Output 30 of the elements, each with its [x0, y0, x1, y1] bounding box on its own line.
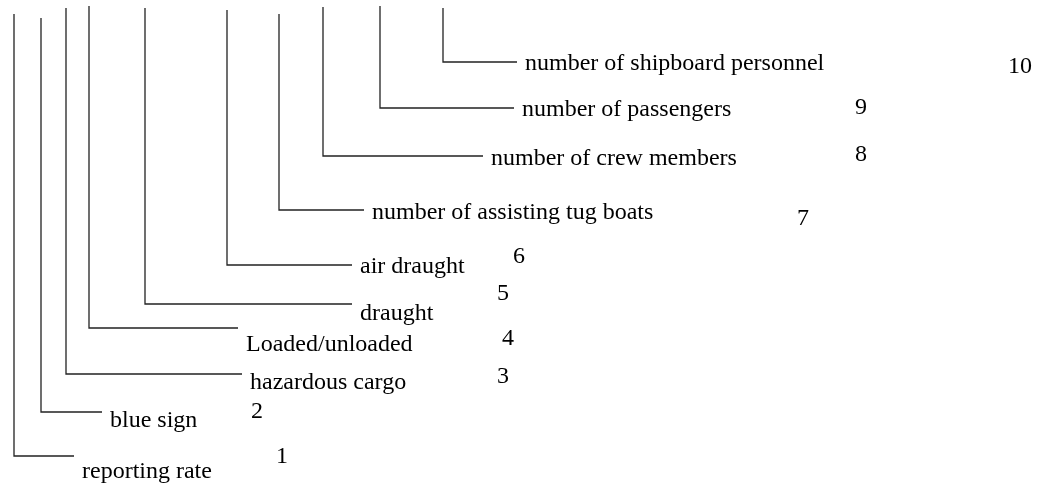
- callout-number: 6: [513, 243, 525, 267]
- callout-number: 7: [797, 205, 809, 229]
- leader-line: [88, 5, 239, 329]
- leader-line: [40, 17, 103, 413]
- callout-number: 1: [276, 443, 288, 467]
- callout-number: 8: [855, 141, 867, 165]
- label-text: reporting rate: [82, 458, 212, 482]
- callout-number: 5: [497, 280, 509, 304]
- leader-line: [322, 6, 484, 157]
- leader-line: [442, 7, 518, 63]
- label-text: number of passengers: [522, 96, 732, 120]
- leader-line: [379, 5, 515, 109]
- label-text: draught: [360, 300, 434, 324]
- callout-number: 2: [251, 398, 263, 422]
- label-text: number of shipboard personnel: [525, 50, 825, 74]
- label-text: blue sign: [110, 407, 198, 431]
- label-text: air draught: [360, 253, 465, 277]
- leader-line: [65, 7, 243, 375]
- callout-number: 10: [1008, 53, 1032, 77]
- callout-number: 3: [497, 363, 509, 387]
- leader-line: [226, 9, 353, 266]
- label-text: hazardous cargo: [250, 369, 407, 393]
- callout-number: 9: [855, 94, 867, 118]
- label-text: number of crew members: [491, 145, 737, 169]
- label-text: Loaded/unloaded: [246, 331, 413, 355]
- leader-line: [278, 13, 365, 211]
- leader-line: [13, 13, 75, 457]
- leader-line: [144, 7, 353, 305]
- label-text: number of assisting tug boats: [372, 199, 654, 223]
- callout-number: 4: [502, 325, 514, 349]
